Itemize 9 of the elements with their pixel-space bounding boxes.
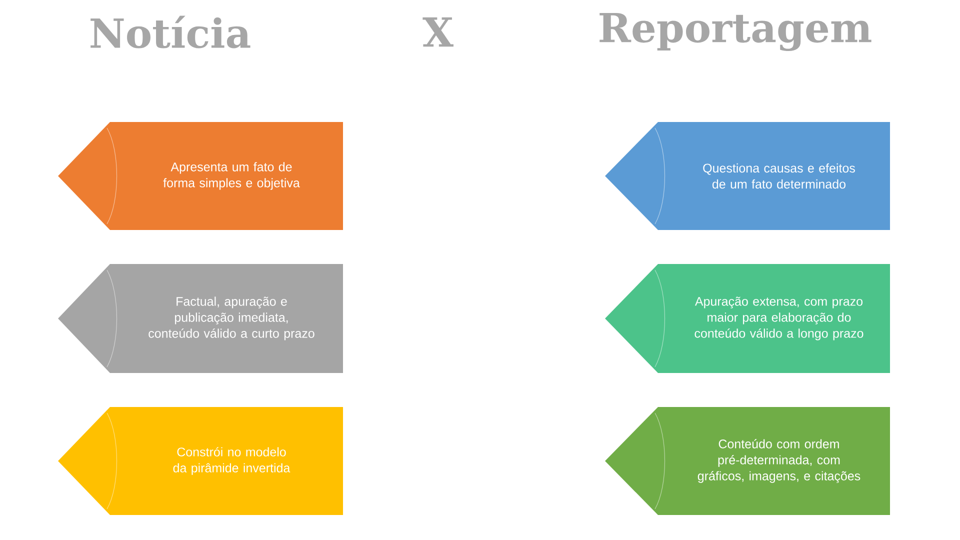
heading: Notícia <box>90 16 250 48</box>
arrow-tag-box: Factual, apuração e publicação imediata, conteúdo válido a curto prazo <box>58 264 343 373</box>
arrow-tag-box: Apuração extensa, com prazo maior para elaboração do conteúdo válido a longo prazo <box>605 264 890 373</box>
arrow-tag-box: Constrói no modelo da pirâmide invertida <box>58 406 343 515</box>
heading: X <box>422 17 454 47</box>
heading: Reportagem <box>600 12 872 52</box>
arrow-tag-box: Questiona causas e efeitos de um fato determinado <box>605 122 890 230</box>
arrow-tag-box: Conteúdo com ordem pré-determinada, com gráficos, imagens, e citações <box>605 406 890 515</box>
arrow-tag-box: Apresenta um fato de forma simples e objetiva <box>58 122 343 230</box>
